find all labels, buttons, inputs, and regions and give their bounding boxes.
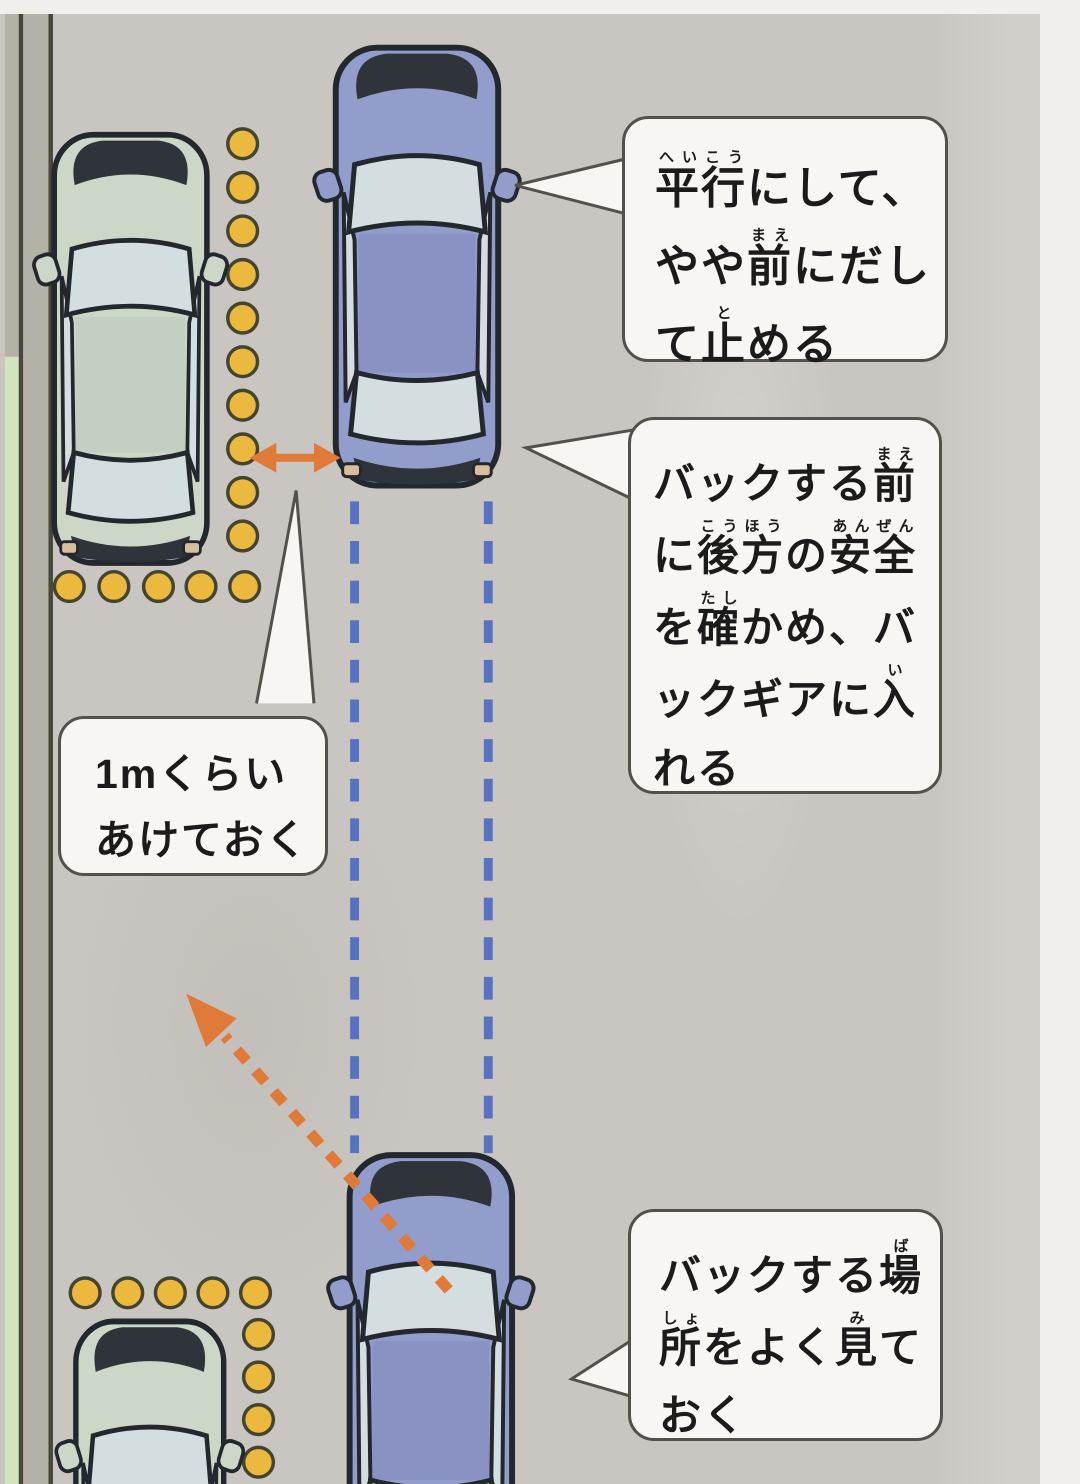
- bubble-text-line: おく: [659, 1392, 748, 1439]
- speech-bubble-stop-position: 平行へいこうにして、やや前まえにだして止とめる: [622, 116, 948, 369]
- parking-space-dots-top: [52, 127, 262, 604]
- tail-watch-spot: [567, 1338, 634, 1399]
- tail-check-rear: [521, 428, 634, 501]
- bubble-text-line: 平行へいこうにして、: [655, 149, 928, 213]
- bubble-text-line: に後方こうほうの安全あんぜん: [653, 518, 918, 579]
- bubble-text-line: バックする場ば: [659, 1238, 924, 1299]
- tail-stop-position: [514, 157, 628, 216]
- bubble-text-line: バックする前まえ: [653, 446, 918, 507]
- bubble-text-line: あけておく: [95, 817, 309, 863]
- bubble-text-line: を確たしかめ、バ: [653, 590, 918, 651]
- parked-car-bottom-left: [54, 1321, 245, 1484]
- bubble-text-line: れる: [653, 745, 742, 792]
- bubble-text-line: 所しょをよく見みて: [659, 1310, 924, 1371]
- gap-double-arrow: [249, 442, 341, 473]
- backing-direction-arrow: [186, 993, 453, 1294]
- own-car-stopped: [312, 48, 522, 486]
- speech-bubble-watch-backing-spot: バックする場ば所しょをよく見みておく: [628, 1209, 943, 1441]
- bubble-text-line: て止とめる: [655, 305, 839, 369]
- parking-diagram-illustration: 平行へいこうにして、やや前まえにだして止とめる バックする前まえに後方こうほうの…: [0, 14, 1040, 1484]
- own-car-backing-start: [326, 1155, 536, 1484]
- diagram-artwork: [4, 14, 634, 1484]
- bubble-text-line: ックギアに入い: [653, 662, 918, 723]
- parked-car-top-left: [32, 135, 229, 563]
- roadside-edge: [4, 14, 53, 1484]
- speech-bubble-check-rear-safety: バックする前まえに後方こうほうの安全あんぜんを確たしかめ、バックギアに入いれる: [628, 417, 942, 794]
- backing-path-dashed-lines: [350, 501, 493, 1154]
- speech-bubble-one-meter-gap: 1mくらいあけておく: [58, 716, 328, 876]
- bubble-text-line: 1mくらい: [95, 751, 288, 797]
- bubble-text-line: やや前まえにだし: [655, 227, 931, 291]
- bubble-tails: [255, 157, 634, 1399]
- tail-one-meter: [255, 490, 316, 704]
- parking-space-dots-bottom: [68, 1276, 276, 1479]
